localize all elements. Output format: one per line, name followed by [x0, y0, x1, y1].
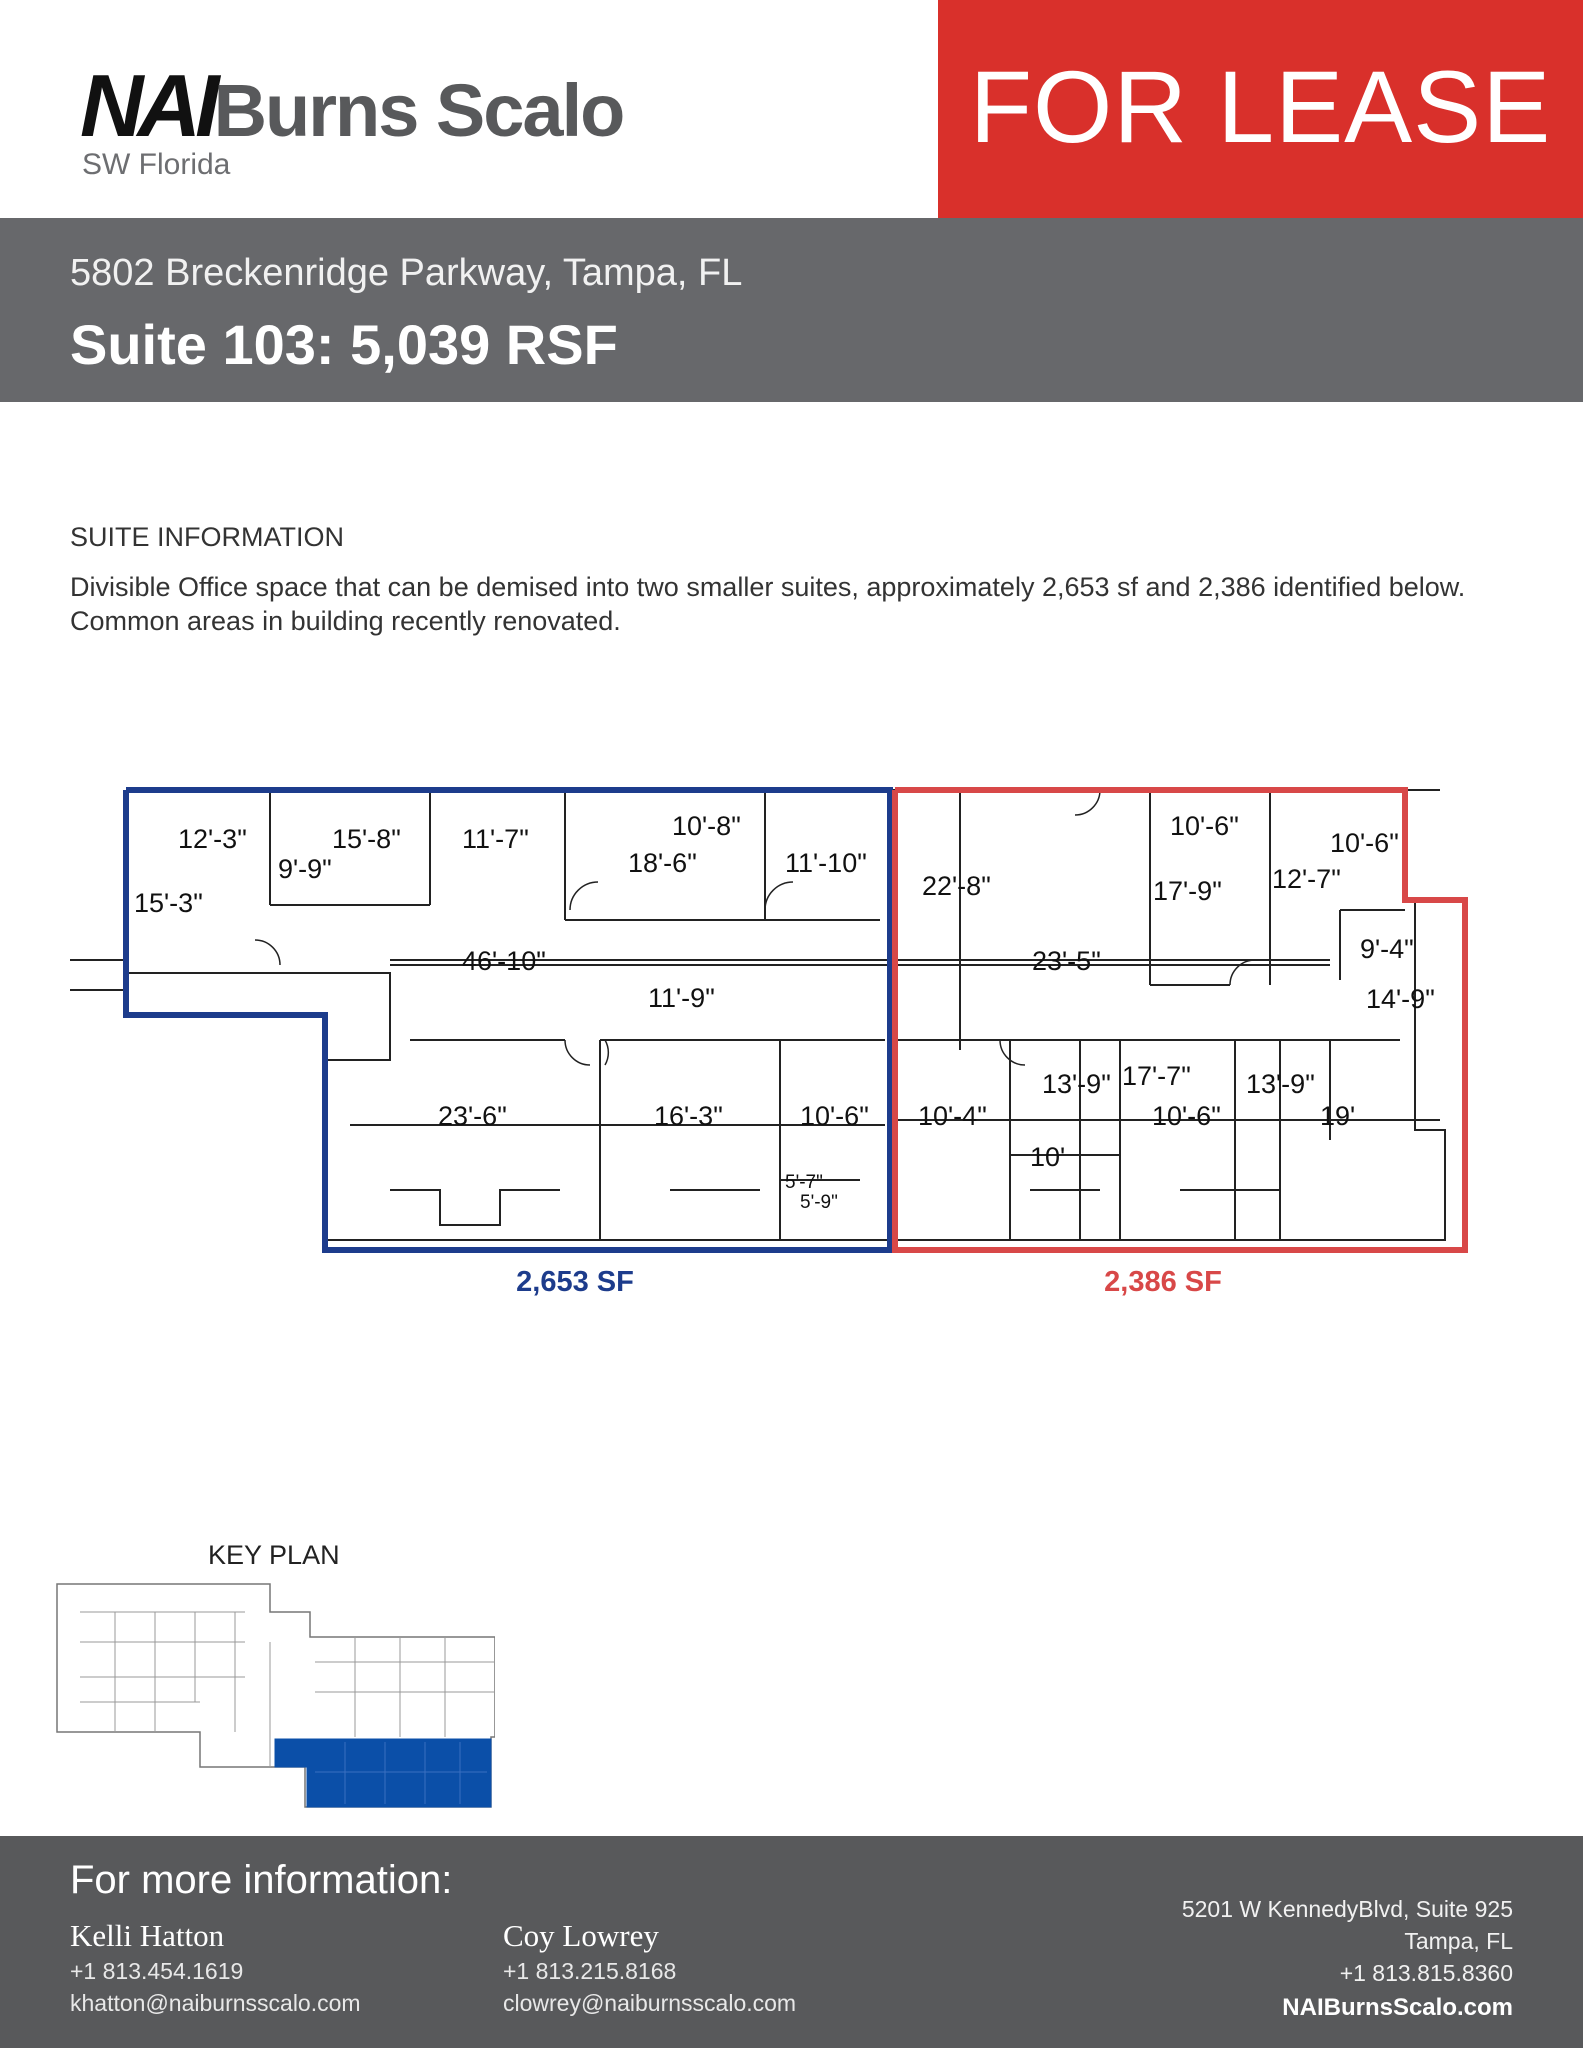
logo-region: SW Florida	[82, 148, 231, 181]
contact-phone[interactable]: +1 813.454.1619	[70, 1958, 244, 1984]
dim-label: 17'-9"	[1153, 876, 1222, 906]
key-plan-map	[55, 1582, 496, 1812]
dim-label: 14'-9"	[1366, 984, 1435, 1014]
company-logo: NAIBurns Scalo	[80, 62, 626, 152]
office-address: 5201 W KennedyBlvd, Suite 925	[1181, 1896, 1513, 1922]
dim-label: 5'-9"	[800, 1192, 838, 1213]
dim-label: 16'-3"	[654, 1101, 723, 1131]
dim-label: 12'-7"	[1272, 864, 1341, 894]
right-suite-outline	[892, 787, 1468, 1253]
dim-label: 10'-6"	[1330, 828, 1399, 858]
for-lease-banner: FOR LEASE	[938, 0, 1583, 218]
dim-label: 11'-9"	[648, 983, 715, 1013]
contact-phone[interactable]: +1 813.215.8168	[503, 1958, 677, 1984]
dim-label: 15'-8"	[332, 824, 401, 854]
dim-label: 13'-9"	[1246, 1069, 1315, 1099]
key-plan-label: KEY PLAN	[208, 1540, 340, 1570]
footer	[0, 1836, 1583, 2048]
title-band	[0, 218, 1583, 402]
dim-label: 5'-7"	[785, 1172, 823, 1193]
dim-label: 13'-9"	[1042, 1069, 1111, 1099]
suite-info-body: Divisible Office space that can be demis…	[70, 572, 1466, 636]
office-phone[interactable]: +1 813.815.8360	[1339, 1960, 1513, 1986]
key-plan-highlight	[274, 1738, 492, 1808]
floor-plan: 12'-3" 15'-8" 9'-9" 11'-7" 10'-8" 18'-6"…	[0, 760, 1583, 1320]
right-suite-area: 2,386 SF	[1104, 1266, 1222, 1298]
dim-label: 19'	[1320, 1101, 1355, 1131]
dim-label: 11'-7"	[462, 824, 529, 854]
dim-label: 22'-8"	[922, 871, 991, 901]
dim-label: 10'-8"	[672, 811, 741, 841]
suite-title: Suite 103: 5,039 RSF	[70, 313, 618, 376]
dim-label: 9'-9"	[278, 854, 332, 884]
dim-label: 23'-6"	[438, 1101, 507, 1131]
contact-email[interactable]: khatton@naiburnsscalo.com	[70, 1990, 361, 2016]
dim-label: 10'-4"	[918, 1101, 987, 1131]
dim-label: 18'-6"	[628, 848, 697, 878]
dim-label: 46'-10"	[462, 946, 546, 976]
left-suite-outline	[123, 787, 893, 1253]
dim-label: 10'-6"	[1152, 1101, 1221, 1131]
dim-label: 10'-6"	[1170, 811, 1239, 841]
dim-label: 11'-10"	[785, 848, 867, 878]
dim-label: 15'-3"	[134, 888, 203, 918]
more-info-heading: For more information:	[70, 1858, 453, 1902]
suite-info-heading: SUITE INFORMATION	[70, 522, 344, 552]
dim-label: 17'-7"	[1122, 1061, 1191, 1091]
contact-name: Kelli Hatton	[70, 1918, 225, 1953]
dim-label: 10'-6"	[800, 1101, 869, 1131]
dim-label: 10'	[1030, 1142, 1065, 1172]
website-link[interactable]: NAIBurnsScalo.com	[1282, 1994, 1513, 2021]
logo-brand: Burns Scalo	[213, 69, 626, 152]
dim-label: 12'-3"	[178, 824, 247, 854]
logo-nai: NAI	[80, 56, 220, 155]
left-suite-area: 2,653 SF	[516, 1266, 634, 1298]
dim-label: 23'-5"	[1032, 946, 1101, 976]
office-city: Tampa, FL	[1404, 1928, 1513, 1954]
contact-email[interactable]: clowrey@naiburnsscalo.com	[503, 1990, 797, 2016]
for-lease-label: FOR LEASE	[969, 50, 1552, 164]
property-address: 5802 Breckenridge Parkway, Tampa, FL	[70, 252, 743, 294]
contact-name: Coy Lowrey	[503, 1918, 659, 1953]
dim-label: 9'-4"	[1360, 934, 1414, 964]
